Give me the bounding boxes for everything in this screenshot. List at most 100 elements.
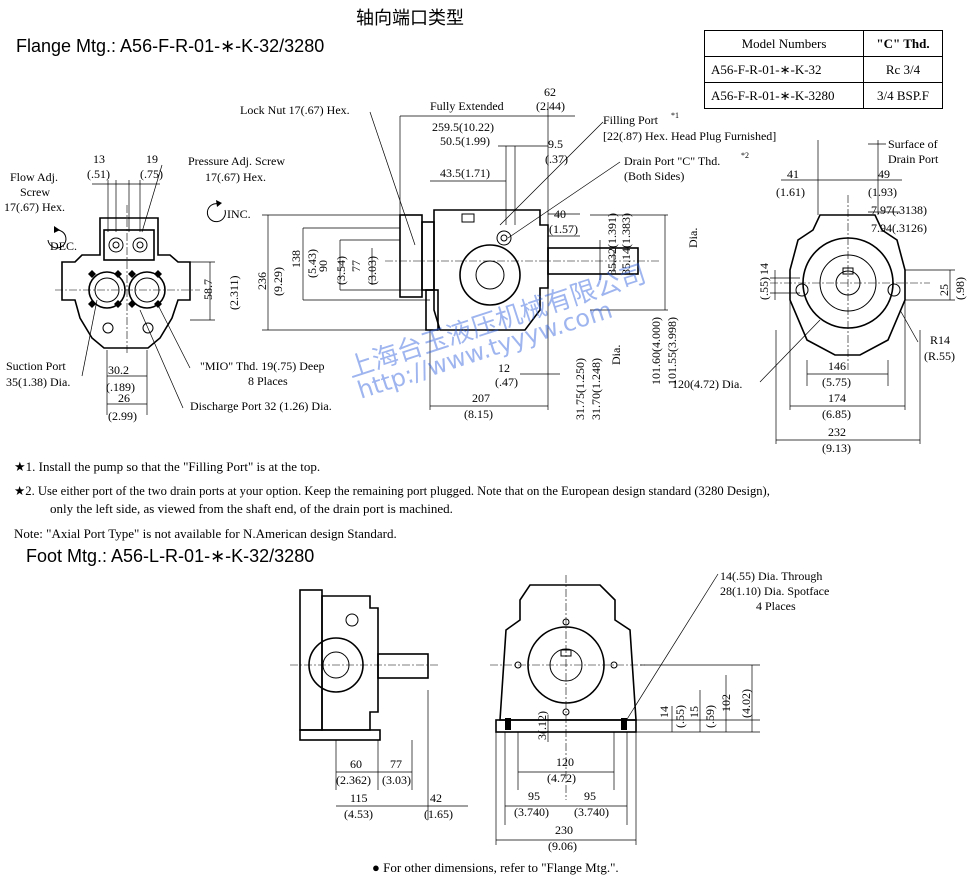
dim-30-2-inch: (.189) [106, 380, 135, 394]
foot-dim-77: 77 [390, 757, 402, 771]
dim-232-inch: (9.13) [822, 441, 851, 455]
note-2: ★2. Use either port of the two drain por… [14, 484, 770, 498]
dim-146: 146 [828, 359, 846, 373]
foot-dim-15-inch: (.59) [703, 705, 717, 728]
foot-dim-95-right: 95 [584, 789, 596, 803]
dim-90-inch: (3.54) [334, 256, 348, 285]
table-cell: 3/4 BSP.F [863, 82, 943, 109]
dim-207-inch: (8.15) [464, 407, 493, 421]
table-cell: Rc 3/4 [863, 56, 943, 83]
foot-front-view [490, 573, 760, 845]
foot-dim-102: 102 [719, 694, 733, 712]
table-header-row: Model Numbers "C" Thd. [704, 30, 943, 57]
note-2-continued: only the left side, as viewed from the s… [50, 501, 453, 516]
foot-side-view [290, 589, 468, 820]
dim-12-inch: (.47) [495, 375, 518, 389]
note-1: ★1. Install the pump so that the "Fillin… [14, 459, 321, 474]
dim-236-inch: (9.29) [271, 267, 285, 296]
dim-13-inch: (.51) [87, 167, 110, 181]
dim-7-97: 7.97(.3138) [871, 203, 927, 217]
table-row: A56-F-R-01-∗-K-3280 3/4 BSP.F [704, 82, 943, 109]
dim-40-inch: (1.57) [549, 222, 578, 236]
dim-26-inch: (2.99) [108, 409, 137, 423]
inc-label: INC. [227, 207, 251, 221]
dim-174-inch: (6.85) [822, 407, 851, 421]
table-header-cell: "C" Thd. [863, 30, 943, 57]
surface-drain-label: Surface of [888, 137, 938, 151]
flange-shaft-end-view [759, 140, 955, 444]
dim-7-94: 7.94(.3126) [871, 221, 927, 235]
foot-dim-120: 120 [556, 755, 574, 769]
dim-50-5: 50.5(1.99) [440, 134, 490, 148]
foot-dim-102-inch: (4.02) [739, 689, 753, 718]
model-numbers-table: Model Numbers "C" Thd. A56-F-R-01-∗-K-32… [704, 30, 943, 109]
dim-174: 174 [828, 391, 846, 405]
pressure-adj-hex-label: 17(.67) Hex. [205, 170, 266, 184]
dim-9-5: 9.5 [548, 137, 563, 151]
foot-dim-95-left-inch: (3.740) [514, 805, 549, 819]
foot-dim-42: 42 [430, 791, 442, 805]
foot-dim-95-left: 95 [528, 789, 540, 803]
foot-hole-spotface-label: 28(1.10) Dia. Spotface [720, 584, 829, 598]
dim-49-inch: (1.93) [868, 185, 897, 199]
note-3: Note: "Axial Port Type" is not available… [14, 526, 397, 541]
foot-dim-230: 230 [555, 823, 573, 837]
dec-label: DEC. [50, 239, 77, 253]
dim-41: 41 [787, 167, 799, 181]
foot-dim-77-inch: (3.03) [382, 773, 411, 787]
foot-dim-15: 15 [687, 706, 701, 718]
dim-101-60: 101.60(4.000) [649, 317, 663, 385]
dim-26: 26 [118, 391, 130, 405]
dim-77: 77 [349, 260, 363, 272]
dim-101-55: 101.55(3.998) [665, 317, 679, 385]
dia-120-label: 120(4.72) Dia. [672, 377, 742, 391]
dim-12: 12 [498, 361, 510, 375]
suction-port-label: Suction Port [6, 359, 66, 373]
dim-58-7-inch: (2.311) [227, 275, 241, 310]
foot-dim-60-inch: (2.362) [336, 773, 371, 787]
dim-31-75: 31.75(1.250) [573, 358, 587, 420]
flange-front-view [47, 164, 226, 415]
lock-nut-label: Lock Nut 17(.67) Hex. [240, 103, 350, 117]
foot-dim-3: 3(.12) [535, 711, 549, 740]
both-sides-label: (Both Sides) [624, 169, 684, 183]
foot-dim-115: 115 [350, 791, 368, 805]
flow-adj-label: Flow Adj. [10, 170, 58, 184]
dim-14-inch: (.55) [757, 277, 771, 300]
flange-mounting-heading: Flange Mtg.: A56-F-R-01-∗-K-32/3280 [16, 36, 325, 56]
filling-port-plug-label: [22(.87) Hex. Head Plug Furnished] [603, 129, 776, 143]
filling-port-label: Filling Port [603, 113, 659, 127]
drain-port-note-marker: *2 [741, 151, 749, 160]
dim-146-inch: (5.75) [822, 375, 851, 389]
foot-dim-95-right-inch: (3.740) [574, 805, 609, 819]
foot-hole-through-label: 14(.55) Dia. Through [720, 569, 822, 583]
dim-236: 236 [255, 272, 269, 290]
dim-62-inch: (2.44) [536, 99, 565, 113]
dim-13: 13 [93, 152, 105, 166]
dim-49: 49 [878, 167, 890, 181]
dim-19-inch: (.75) [140, 167, 163, 181]
discharge-port-label: Discharge Port 32 (1.26) Dia. [190, 399, 332, 413]
page-title: 轴向端口类型 [356, 8, 464, 29]
dim-25-inch: (.98) [953, 277, 967, 300]
flange-side-view [262, 102, 668, 410]
dim-31-70: 31.70(1.248) [589, 358, 603, 420]
surface-drain-port-label: Drain Port [888, 152, 939, 166]
mio-thread-label: "MIO" Thd. 19(.75) Deep [200, 359, 325, 373]
r14-label: R14 [930, 333, 950, 347]
dim-62: 62 [544, 85, 556, 99]
pressure-adj-label: Pressure Adj. Screw [188, 154, 285, 168]
flow-adj-screw-label: Screw [20, 185, 50, 199]
foot-hole-places-label: 4 Places [756, 599, 796, 613]
footer-note: ● For other dimensions, refer to "Flange… [372, 860, 619, 875]
drain-port-label: Drain Port "C" Thd. [624, 154, 720, 168]
dim-207: 207 [472, 391, 490, 405]
dim-14: 14 [757, 263, 771, 275]
dim-77-inch: (3.03) [365, 256, 379, 285]
filling-port-note-marker: *1 [671, 111, 679, 120]
foot-mounting-heading: Foot Mtg.: A56-L-R-01-∗-K-32/3280 [26, 546, 315, 566]
dim-25: 25 [937, 284, 951, 296]
foot-dim-115-inch: (4.53) [344, 807, 373, 821]
dim-19: 19 [146, 152, 158, 166]
